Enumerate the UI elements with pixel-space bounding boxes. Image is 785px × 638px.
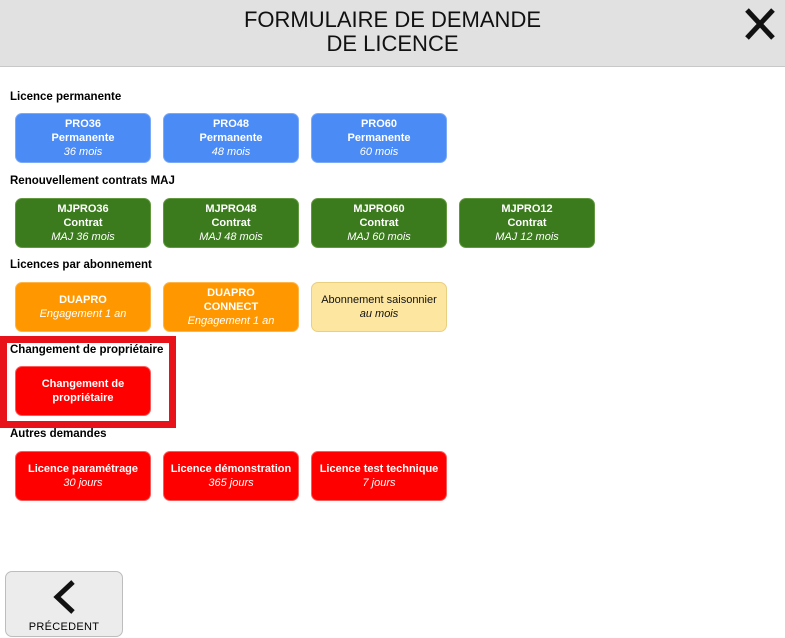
tile-duration: Engagement 1 an bbox=[187, 315, 275, 327]
tile-line1: Changement de bbox=[41, 378, 125, 390]
tile-license-demo[interactable]: Licence démonstration 365 jours bbox=[163, 451, 299, 501]
tile-type: Contrat bbox=[211, 217, 251, 229]
page-title: FORMULAIRE DE DEMANDE DE LICENCE bbox=[243, 7, 542, 56]
back-button-label: PRÉCEDENT bbox=[28, 621, 100, 633]
close-icon[interactable] bbox=[741, 6, 779, 42]
tile-type: Permanente bbox=[347, 132, 411, 144]
tile-pro48[interactable]: PRO48 Permanente 48 mois bbox=[163, 113, 299, 163]
tile-type: Contrat bbox=[507, 217, 547, 229]
tile-code: DUAPRO bbox=[207, 287, 255, 299]
tile-duration: 365 jours bbox=[208, 477, 254, 489]
tile-pro36[interactable]: PRO36 Permanente 36 mois bbox=[15, 113, 151, 163]
tile-license-test[interactable]: Licence test technique 7 jours bbox=[311, 451, 447, 501]
tile-type: Permanente bbox=[51, 132, 115, 144]
tile-duration: MAJ 48 mois bbox=[199, 231, 263, 243]
chevron-left-icon bbox=[53, 580, 75, 614]
highlight-box bbox=[0, 336, 176, 428]
tile-code: Licence démonstration bbox=[170, 463, 292, 475]
tile-code: Abonnement saisonnier bbox=[321, 294, 437, 306]
tile-owner-change[interactable]: Changement de propriétaire bbox=[15, 366, 151, 416]
back-button[interactable]: PRÉCEDENT bbox=[5, 571, 123, 637]
tile-mjpro60[interactable]: MJPRO60 Contrat MAJ 60 mois bbox=[311, 198, 447, 248]
section-label-other: Autres demandes bbox=[10, 428, 107, 440]
tile-pro60[interactable]: PRO60 Permanente 60 mois bbox=[311, 113, 447, 163]
header-bar: FORMULAIRE DE DEMANDE DE LICENCE bbox=[0, 0, 785, 67]
section-label-owner-change: Changement de propriétaire bbox=[10, 344, 164, 356]
tile-code: MJPRO60 bbox=[353, 203, 405, 215]
tile-duration: 36 mois bbox=[63, 146, 103, 158]
tile-mjpro48[interactable]: MJPRO48 Contrat MAJ 48 mois bbox=[163, 198, 299, 248]
tile-code: PRO60 bbox=[360, 118, 398, 130]
tile-duration: Engagement 1 an bbox=[39, 308, 127, 320]
tile-duration: 48 mois bbox=[211, 146, 251, 158]
tile-type: CONNECT bbox=[203, 301, 259, 313]
tile-duration: 7 jours bbox=[362, 477, 396, 489]
section-label-permanent: Licence permanente bbox=[10, 91, 122, 103]
tile-mjpro12[interactable]: MJPRO12 Contrat MAJ 12 mois bbox=[459, 198, 595, 248]
tile-line2: propriétaire bbox=[52, 392, 114, 404]
tile-duration: MAJ 60 mois bbox=[347, 231, 411, 243]
tile-mjpro36[interactable]: MJPRO36 Contrat MAJ 36 mois bbox=[15, 198, 151, 248]
tile-duration: au mois bbox=[359, 308, 399, 320]
tile-duapro-connect[interactable]: DUAPRO CONNECT Engagement 1 an bbox=[163, 282, 299, 332]
tile-code: DUAPRO bbox=[59, 294, 107, 306]
tile-seasonal-subscription[interactable]: Abonnement saisonnier au mois bbox=[311, 282, 447, 332]
tile-code: MJPRO48 bbox=[205, 203, 257, 215]
tile-code: MJPRO36 bbox=[57, 203, 109, 215]
section-label-subscription: Licences par abonnement bbox=[10, 259, 152, 271]
tile-duration: 60 mois bbox=[359, 146, 399, 158]
tile-code: Licence test technique bbox=[319, 463, 439, 475]
tile-duapro[interactable]: DUAPRO Engagement 1 an bbox=[15, 282, 151, 332]
tile-type: Permanente bbox=[199, 132, 263, 144]
tile-duration: MAJ 36 mois bbox=[51, 231, 115, 243]
section-label-renewal: Renouvellement contrats MAJ bbox=[10, 175, 175, 187]
tile-type: Contrat bbox=[359, 217, 399, 229]
tile-code: MJPRO12 bbox=[501, 203, 553, 215]
tile-type: Contrat bbox=[63, 217, 103, 229]
tile-license-setup[interactable]: Licence paramétrage 30 jours bbox=[15, 451, 151, 501]
tile-code: PRO48 bbox=[212, 118, 250, 130]
tile-code: Licence paramétrage bbox=[27, 463, 139, 475]
tile-duration: MAJ 12 mois bbox=[495, 231, 559, 243]
tile-duration: 30 jours bbox=[63, 477, 103, 489]
tile-code: PRO36 bbox=[64, 118, 102, 130]
